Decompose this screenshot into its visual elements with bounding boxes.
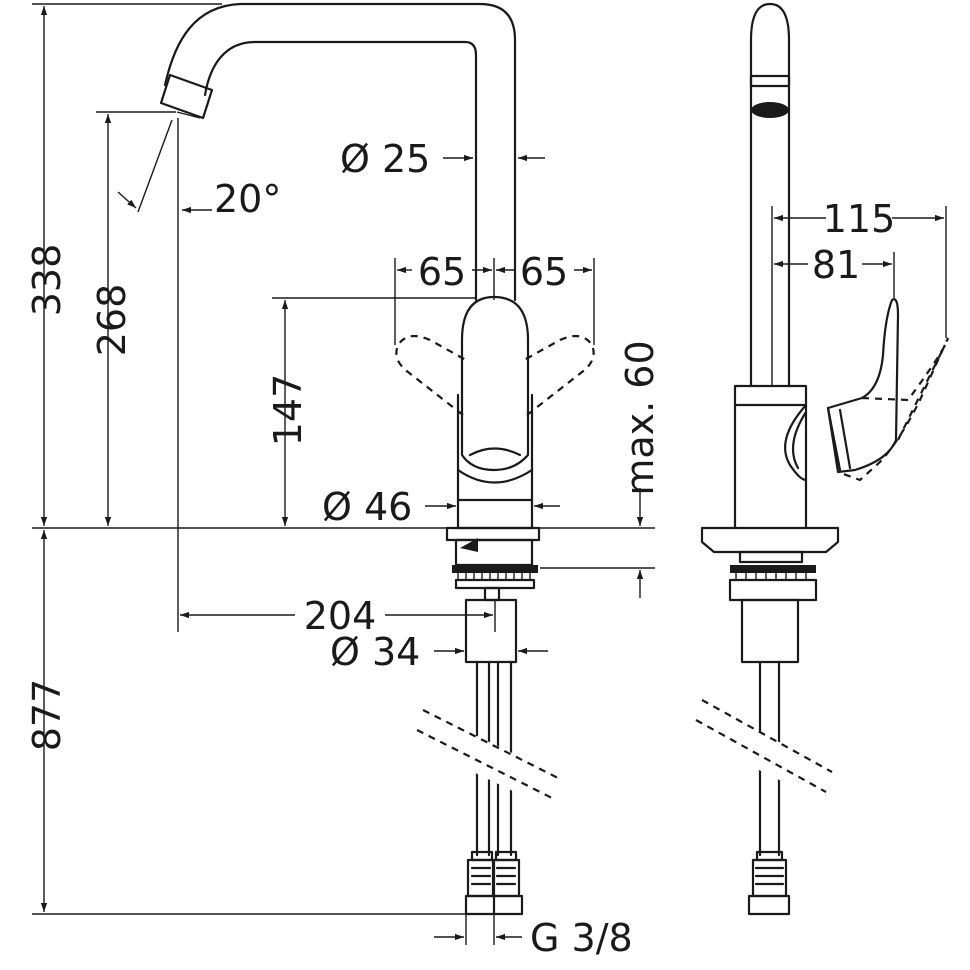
side-spout	[749, 2, 791, 387]
dimension-lines	[32, 3, 947, 945]
side-aerator	[751, 102, 789, 118]
side-lever	[826, 298, 900, 474]
side-shank	[740, 598, 800, 664]
spout-outer-line	[163, 2, 517, 302]
dim-268: 268	[90, 284, 134, 357]
front-shank	[464, 598, 518, 664]
side-lever-alt-position	[837, 337, 950, 482]
lever-right-position	[523, 334, 595, 416]
dim-diameter-46: Ø 46	[322, 485, 412, 529]
side-body	[733, 384, 808, 407]
dim-338: 338	[25, 244, 69, 317]
front-hose-fittings	[464, 850, 524, 916]
spout-aerator	[159, 73, 214, 120]
dim-65-right: 65	[520, 250, 568, 294]
side-view	[692, 2, 950, 916]
side-base-plate	[700, 526, 840, 554]
dim-max-60: max. 60	[618, 340, 662, 495]
front-lever	[460, 295, 530, 472]
lever-left-position	[395, 334, 467, 416]
dim-diameter-25: Ø 25	[340, 137, 430, 181]
dim-20-degree: 20°	[214, 177, 281, 221]
dim-877: 877	[25, 679, 69, 752]
front-break-mask	[417, 714, 558, 806]
dimension-labels: 338 268 147 877 max. 60 20° Ø 25 65 65 Ø…	[25, 137, 895, 960]
front-base-plate	[445, 526, 541, 542]
dim-65-left: 65	[418, 250, 466, 294]
dim-204: 204	[304, 594, 377, 638]
side-mounting-ring	[730, 565, 816, 573]
dim-147: 147	[266, 374, 310, 447]
dim-g-3-8: G 3/8	[530, 916, 633, 960]
dim-81: 81	[812, 243, 860, 287]
dim-diameter-34: Ø 34	[330, 630, 420, 674]
dim-115: 115	[823, 197, 896, 241]
front-mounting-ring	[452, 565, 538, 573]
side-hose-fitting	[747, 850, 791, 916]
spout-inner-line	[203, 40, 478, 302]
